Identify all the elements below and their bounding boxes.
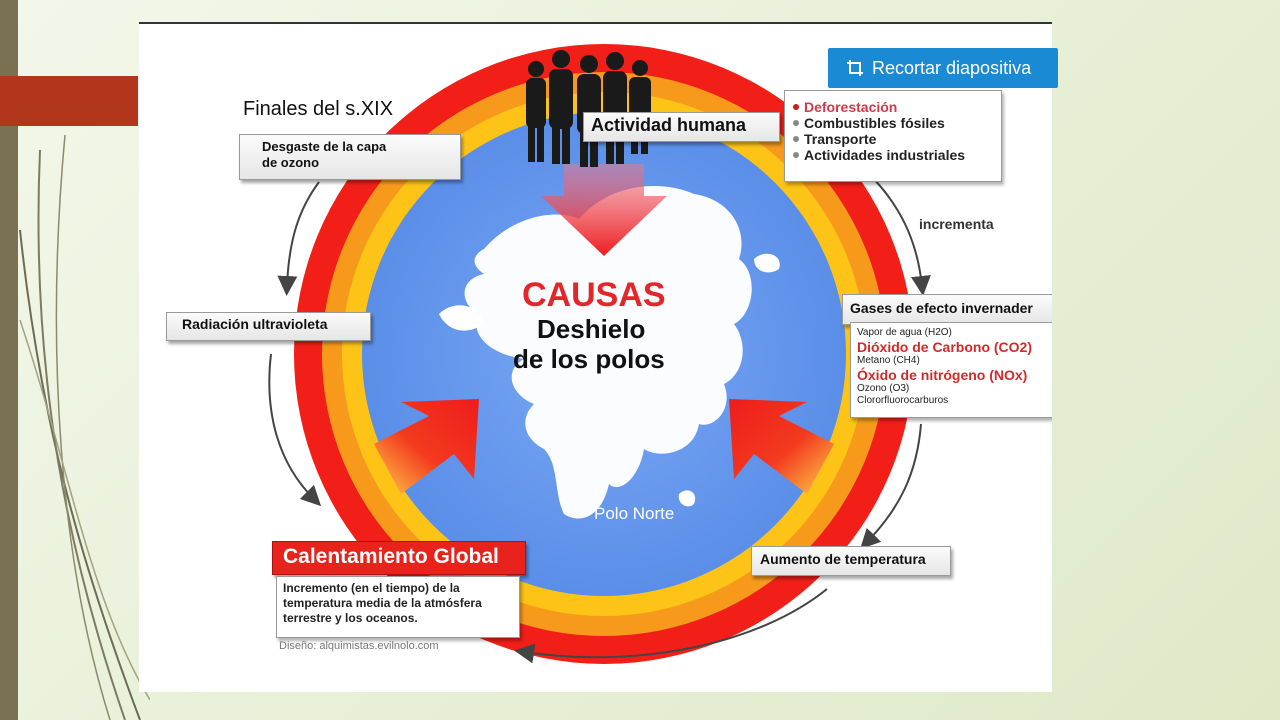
global-warming-description: Incremento (en el tiempo) de la temperat… [276,576,520,638]
human-cause-label: Deforestación [804,99,898,115]
decorative-swoosh [19,134,150,720]
gw-desc-line2: temperatura media de la atmósfera [283,596,482,610]
bullet-dot-icon [793,120,799,127]
gas-item: Vapor de agua (H2O) [857,327,952,338]
bullet-dot-icon [793,152,799,159]
gw-desc-line1: Incremento (en el tiempo) de la [283,581,460,595]
gas-item: Ozono (O3) [857,383,910,394]
cycle-arrow-gases-to-temp [860,423,922,550]
greenhouse-gases-box: Gases de efecto invernader [842,294,1052,325]
era-label: Finales del s.XIX [243,98,394,120]
human-cause-item: Combustibles fósiles [793,115,1001,131]
gases-detail-box: Vapor de agua (H2O)Dióxido de Carbono (C… [850,322,1052,418]
gas-item: Óxido de nitrógeno (NOx) [857,367,1028,383]
human-cause-item: Deforestación [793,99,1001,115]
increment-label: incrementa [919,216,994,232]
center-title: CAUSAS [522,276,666,314]
gw-desc-line3: terrestre y los oceanos. [283,611,418,625]
ozone-box-line1: Desgaste de la capa [262,139,387,154]
human-cause-item: Transporte [793,131,1001,147]
ozone-box-line2: de ozono [262,155,320,170]
right-inward-arrow [729,399,834,494]
landmass-map [464,186,752,519]
human-cause-label: Transporte [804,131,877,147]
crop-button-label: Recortar diapositiva [872,57,1032,78]
gas-item: Dióxido de Carbono (CO2) [857,339,1032,355]
slide-left-bar [0,0,18,720]
slide-accent-tab [0,76,138,126]
gas-item: Clororfluorocarburos [857,395,949,406]
bullet-dot-icon [793,136,799,143]
diagram-image[interactable]: Finales del s.XIX Desgaste de la capa de… [139,22,1052,692]
cycle-arrow-ozone-to-uv [277,181,320,296]
map-label: Polo Norte [594,504,675,523]
human-cause-label: Actividades industriales [804,147,966,163]
landmass-peninsula [439,305,484,331]
gases-list: Vapor de agua (H2O)Dióxido de Carbono (C… [857,327,1052,407]
human-cause-label: Combustibles fósiles [804,115,945,131]
temperature-rise-box: Aumento de temperatura [751,546,951,576]
down-arrow [541,164,667,256]
ozone-box: Desgaste de la capa de ozono [239,134,461,180]
human-activity-box: Actividad humana [583,112,780,142]
center-subtitle-line1: Deshielo [537,314,646,344]
global-warming-banner: Calentamiento Global [272,541,526,575]
crop-slide-button[interactable]: Recortar diapositiva [828,48,1058,88]
left-inward-arrow [374,399,479,494]
center-subtitle-line2: de los polos [513,344,665,374]
diagram-graphic [268,44,931,664]
global-warming-title: Calentamiento Global [283,545,499,568]
bullet-dot-icon [793,104,799,111]
design-credit: Diseño: alquimistas.evilnolo.com [279,640,439,652]
cycle-arrow-uv-to-warming [268,353,322,507]
uv-box: Radiación ultravioleta [166,312,371,341]
human-cause-item: Actividades industriales [793,147,1001,163]
gas-item: Metano (CH4) [857,355,920,366]
landmass-island [754,253,780,273]
cycle-arrow-temp-to-warming [514,588,828,664]
crop-icon [846,59,864,77]
cycle-arrow-human-to-gases [868,173,931,296]
landmass-island [678,490,696,507]
